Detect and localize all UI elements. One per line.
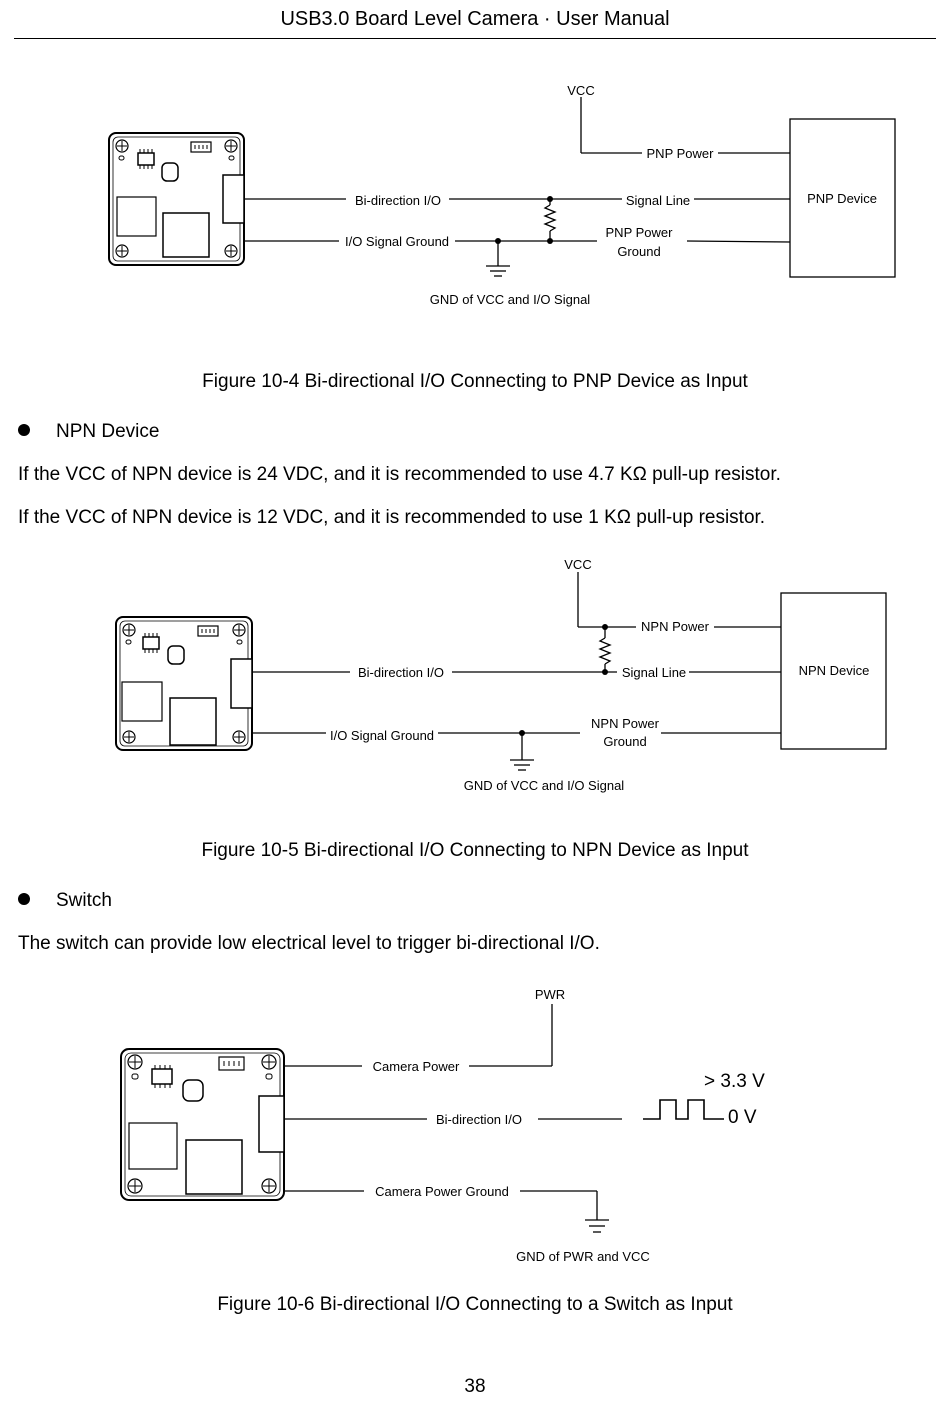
npn-line-1: If the VCC of NPN device is 24 VDC, and … [18, 464, 781, 485]
figure-10-4-diagram: VCC PNP Power PNP Device Bi-direction I/… [108, 83, 896, 307]
bidirection-io-label: Bi-direction I/O [355, 193, 441, 208]
npn-heading-text: NPN Device [56, 421, 160, 442]
bullet-icon [18, 424, 30, 436]
gnd-note: GND of VCC and I/O Signal [430, 292, 591, 307]
switch-line-1: The switch can provide low electrical le… [18, 933, 600, 954]
switch-heading-text: Switch [56, 890, 112, 911]
header-subtitle: User Manual [556, 8, 670, 30]
high-level-label: > 3.3 V [704, 1071, 765, 1092]
device-power-label: PNP Power [647, 146, 715, 161]
figure-10-5-caption: Figure 10-5 Bi-directional I/O Connectin… [201, 840, 749, 861]
figure-10-4-caption: Figure 10-4 Bi-directional I/O Connectin… [202, 371, 748, 392]
vcc-label: VCC [567, 83, 594, 98]
signal-line-label: Signal Line [622, 665, 686, 680]
device-ground-label-1: NPN Power [591, 716, 660, 731]
signal-line-label: Signal Line [626, 193, 690, 208]
header-rule [14, 38, 936, 39]
low-level-label: 0 V [728, 1107, 757, 1128]
figure-10-5-diagram: VCC NPN Power NPN Device Bi-direction I/… [115, 557, 887, 793]
camera-power-ground-label: Camera Power Ground [375, 1184, 509, 1199]
page-number: 38 [464, 1376, 486, 1397]
figure-10-6-caption: Figure 10-6 Bi-directional I/O Connectin… [217, 1294, 733, 1315]
camera-power-label: Camera Power [373, 1059, 460, 1074]
bidirection-io-label: Bi-direction I/O [436, 1112, 522, 1127]
npn-heading: NPN Device [18, 421, 159, 443]
device-box-label: NPN Device [799, 663, 870, 678]
npn-line-2: If the VCC of NPN device is 12 VDC, and … [18, 507, 766, 528]
page-header: USB3.0 Board Level Camera · User Manual [0, 8, 950, 31]
pulse-waveform-icon [643, 1099, 724, 1120]
camera-board-icon [108, 132, 245, 266]
gnd-note: GND of VCC and I/O Signal [464, 778, 625, 793]
device-ground-label-2: Ground [617, 244, 660, 259]
device-ground-label-2: Ground [603, 734, 646, 749]
device-power-label: NPN Power [641, 619, 710, 634]
header-title: USB3.0 Board Level Camera [280, 8, 539, 30]
io-ground-label: I/O Signal Ground [345, 234, 449, 249]
camera-board-icon [115, 616, 253, 751]
device-box-label: PNP Device [807, 191, 877, 206]
bidirection-io-label: Bi-direction I/O [358, 665, 444, 680]
io-ground-label: I/O Signal Ground [330, 728, 434, 743]
figure-10-6-diagram: PWR Camera Power Bi-direction I/O Camera… [120, 987, 765, 1264]
pwr-label: PWR [535, 987, 565, 1002]
switch-heading: Switch [18, 890, 112, 912]
bullet-icon [18, 893, 30, 905]
header-separator: · [543, 8, 551, 30]
camera-board-icon [120, 1048, 285, 1201]
device-ground-label-1: PNP Power [606, 225, 674, 240]
vcc-label: VCC [564, 557, 591, 572]
gnd-note: GND of PWR and VCC [516, 1249, 650, 1264]
